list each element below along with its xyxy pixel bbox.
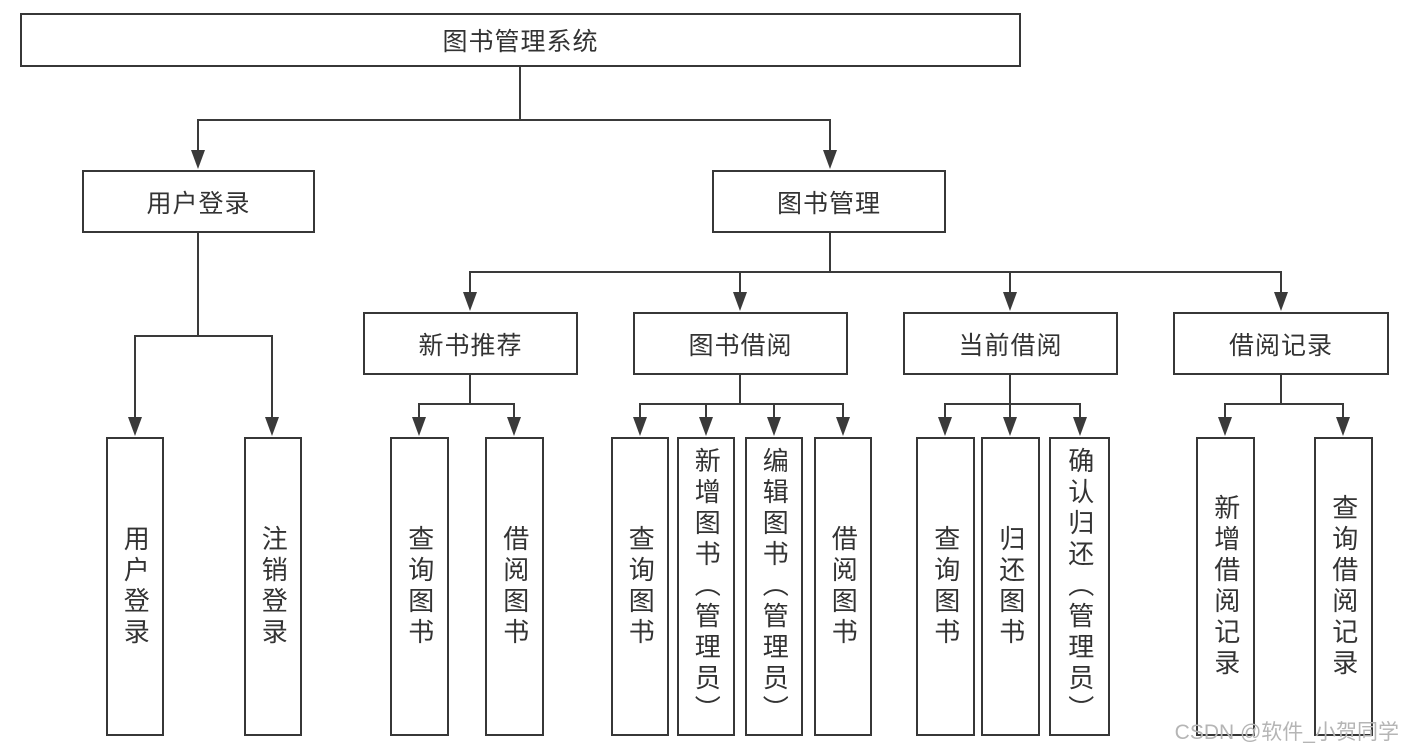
node-book-management: 图书管理 — [712, 170, 946, 233]
node-label: 新增借阅记录 — [1210, 493, 1241, 680]
node-label: 编辑图书（管理员） — [759, 447, 790, 726]
leaf-query-books: 查询图书 — [611, 437, 669, 736]
node-borrowing-records: 借阅记录 — [1173, 312, 1389, 375]
node-label: 归还图书 — [995, 524, 1026, 649]
leaf-borrow-books: 借阅图书 — [485, 437, 544, 736]
node-label: 注销登录 — [258, 524, 289, 649]
leaf-borrow-books: 借阅图书 — [814, 437, 872, 736]
node-label: 新增图书（管理员） — [691, 447, 722, 726]
leaf-confirm-return-admin: 确认归还（管理员） — [1049, 437, 1110, 736]
leaf-logout: 注销登录 — [244, 437, 302, 736]
node-label: 确认归还（管理员） — [1064, 447, 1095, 726]
node-label: 用户登录 — [120, 524, 151, 649]
leaf-return-book: 归还图书 — [981, 437, 1040, 736]
node-label: 查询图书 — [930, 524, 961, 649]
leaf-query-books: 查询图书 — [390, 437, 449, 736]
node-label: 借阅图书 — [499, 524, 530, 649]
node-label: 查询借阅记录 — [1328, 493, 1359, 680]
node-book-borrowing: 图书借阅 — [633, 312, 848, 375]
node-label: 用户登录 — [146, 189, 251, 218]
node-label: 当前借阅 — [958, 331, 1063, 360]
leaf-add-book-admin: 新增图书（管理员） — [677, 437, 735, 736]
node-label: 图书管理系统 — [442, 28, 599, 56]
node-label: 图书借阅 — [688, 331, 793, 360]
node-current-borrowing: 当前借阅 — [903, 312, 1118, 375]
arrowheads — [128, 150, 1350, 436]
node-label: 图书管理 — [776, 189, 881, 218]
node-label: 查询图书 — [404, 524, 435, 649]
node-label: 查询图书 — [625, 524, 656, 649]
node-label: 借阅记录 — [1228, 331, 1333, 360]
leaf-edit-book-admin: 编辑图书（管理员） — [745, 437, 803, 736]
node-label: 借阅图书 — [828, 524, 859, 649]
node-label: 新书推荐 — [418, 331, 523, 360]
leaf-user-login: 用户登录 — [106, 437, 164, 736]
node-new-book-recommendation: 新书推荐 — [363, 312, 578, 375]
watermark: CSDN @软件_小贺同学 — [1174, 721, 1399, 744]
node-library-management-system: 图书管理系统 — [20, 13, 1021, 67]
leaf-query-books: 查询图书 — [916, 437, 975, 736]
leaf-query-borrow-record: 查询借阅记录 — [1314, 437, 1373, 736]
leaf-add-borrow-record: 新增借阅记录 — [1196, 437, 1255, 736]
node-user-login: 用户登录 — [82, 170, 315, 233]
